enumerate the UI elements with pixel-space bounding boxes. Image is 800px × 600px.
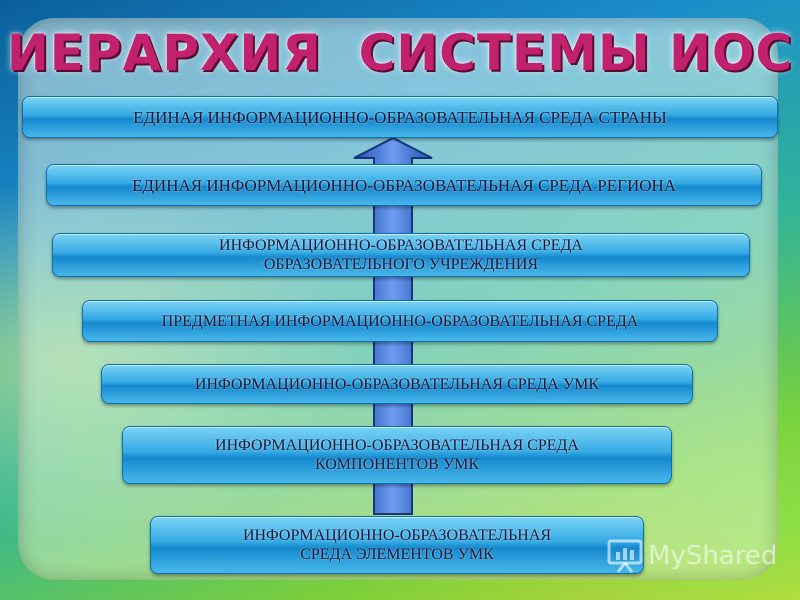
level-bar-umk: ИНФОРМАЦИОННО-ОБРАЗОВАТЕЛЬНАЯ СРЕДА УМК <box>101 364 693 404</box>
watermark-text: MyShared <box>648 541 778 571</box>
level-bar-subject: ПРЕДМЕТНАЯ ИНФОРМАЦИОННО-ОБРАЗОВАТЕЛЬНАЯ… <box>82 300 718 342</box>
level-bar-country: ЕДИНАЯ ИНФОРМАЦИОННО-ОБРАЗОВАТЕЛЬНАЯ СРЕ… <box>22 96 778 138</box>
level-label: ИНФОРМАЦИОННО-ОБРАЗОВАТЕЛЬНАЯ СРЕДА КОМП… <box>215 437 579 473</box>
level-label: ИНФОРМАЦИОННО-ОБРАЗОВАТЕЛЬНАЯ СРЕДА ОБРА… <box>219 237 583 273</box>
level-bar-institution: ИНФОРМАЦИОННО-ОБРАЗОВАТЕЛЬНАЯ СРЕДА ОБРА… <box>52 233 750 277</box>
level-bar-umk-elements: ИНФОРМАЦИОННО-ОБРАЗОВАТЕЛЬНАЯ СРЕДА ЭЛЕМ… <box>150 516 644 574</box>
watermark: MyShared <box>606 536 777 576</box>
level-label: ЕДИНАЯ ИНФОРМАЦИОННО-ОБРАЗОВАТЕЛЬНАЯ СРЕ… <box>131 175 677 195</box>
level-label: ЕДИНАЯ ИНФОРМАЦИОННО-ОБРАЗОВАТЕЛЬНАЯ СРЕ… <box>133 107 667 127</box>
level-label: ИНФОРМАЦИОННО-ОБРАЗОВАТЕЛЬНАЯ СРЕДА УМК <box>194 375 600 393</box>
level-bar-region: ЕДИНАЯ ИНФОРМАЦИОННО-ОБРАЗОВАТЕЛЬНАЯ СРЕ… <box>46 164 762 206</box>
slide-title: ИЕРАРХИЯ СИСТЕМЫ ИОС <box>6 24 794 82</box>
level-bar-umk-components: ИНФОРМАЦИОННО-ОБРАЗОВАТЕЛЬНАЯ СРЕДА КОМП… <box>122 426 672 484</box>
presentation-board-icon <box>607 539 643 573</box>
level-label: ПРЕДМЕТНАЯ ИНФОРМАЦИОННО-ОБРАЗОВАТЕЛЬНАЯ… <box>161 312 639 330</box>
level-label: ИНФОРМАЦИОННО-ОБРАЗОВАТЕЛЬНАЯ СРЕДА ЭЛЕМ… <box>242 527 552 563</box>
